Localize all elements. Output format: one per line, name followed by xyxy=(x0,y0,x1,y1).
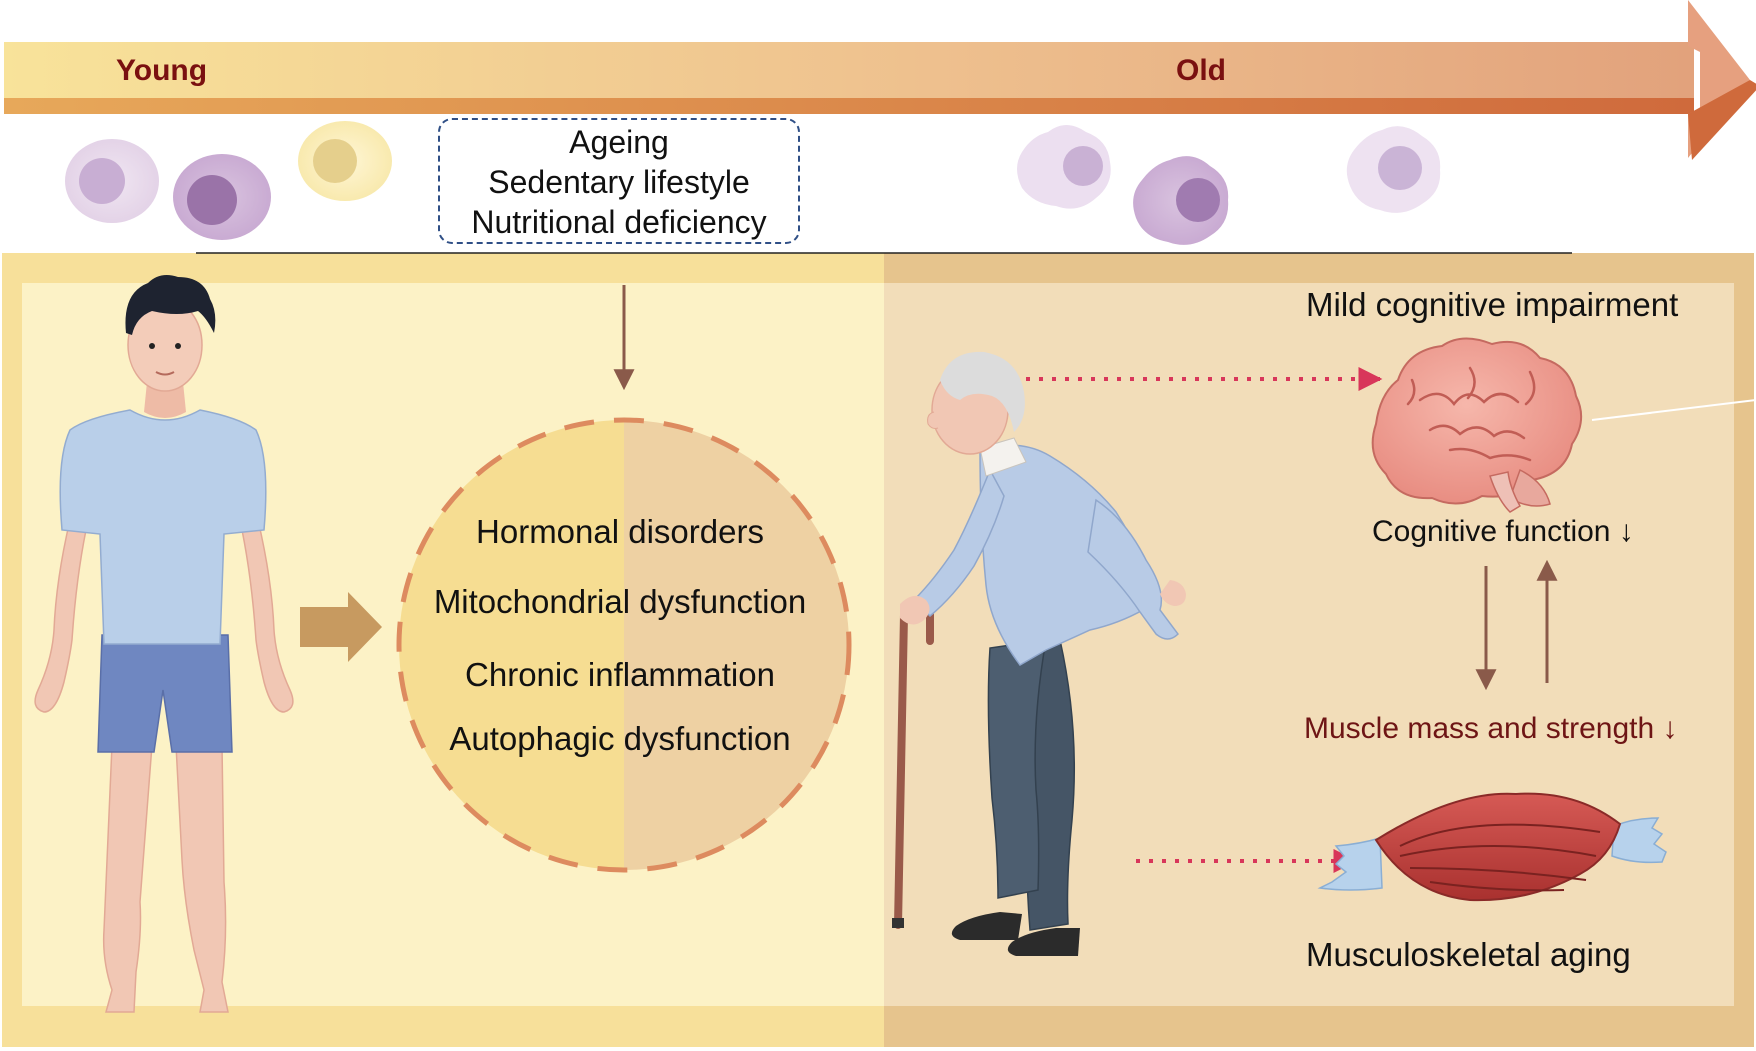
old-cells xyxy=(1017,125,1441,245)
risk-factors-box: Ageing Sedentary lifestyle Nutritional d… xyxy=(438,118,800,244)
mechanism-autophagic: Autophagic dysfunction xyxy=(449,720,791,757)
brain-title: Mild cognitive impairment xyxy=(1306,286,1679,323)
mechanism-inflammation: Chronic inflammation xyxy=(465,656,775,693)
old-man-figure xyxy=(892,351,1186,956)
muscle-strength-label: Muscle mass and strength ↓ xyxy=(1304,712,1678,745)
timeline-arrow xyxy=(4,0,1756,160)
young-man-figure xyxy=(34,275,294,1013)
young-cells xyxy=(65,121,392,240)
cognitive-function-label: Cognitive function ↓ xyxy=(1372,515,1634,548)
risk-factor-sedentary: Sedentary lifestyle xyxy=(488,164,750,200)
mechanism-mitochondrial: Mitochondrial dysfunction xyxy=(433,583,807,620)
young-to-mechanism-arrow xyxy=(300,592,382,662)
musculoskeletal-title: Musculoskeletal aging xyxy=(1306,936,1631,973)
risk-factor-ageing: Ageing xyxy=(569,124,669,160)
timeline-young-label: Young xyxy=(116,54,208,87)
timeline-old-label: Old xyxy=(1176,54,1226,87)
risk-factor-nutrition: Nutritional deficiency xyxy=(471,204,767,240)
muscle-illustration xyxy=(1317,792,1667,902)
brain-illustration xyxy=(1371,337,1583,513)
mechanism-hormonal: Hormonal disorders xyxy=(476,513,764,550)
